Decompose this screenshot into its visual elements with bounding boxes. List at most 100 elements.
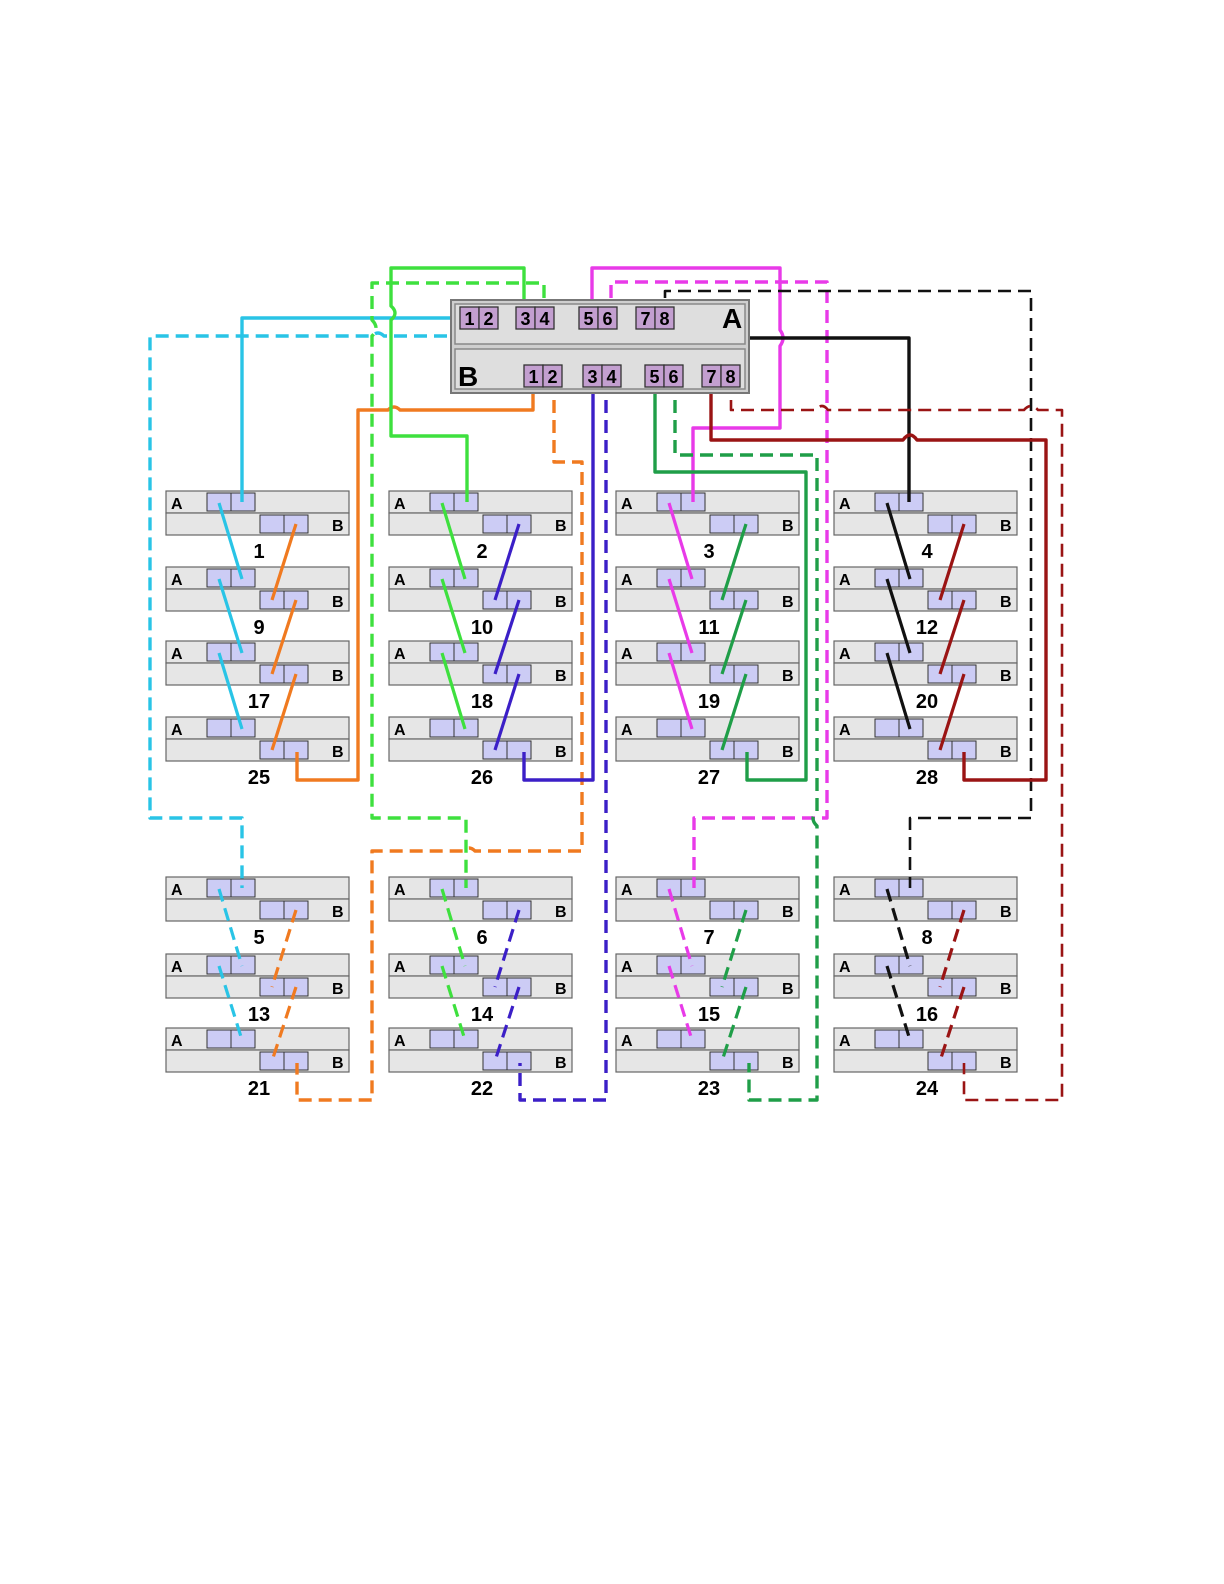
- controller-b-port-2-label: 2: [547, 367, 557, 387]
- drive-tray-8-port-b1[interactable]: [928, 901, 952, 919]
- controller-a-port-2[interactable]: 2: [479, 307, 498, 329]
- drive-tray-23-port-a1[interactable]: [657, 1030, 681, 1048]
- controller-a-port-6[interactable]: 6: [598, 307, 617, 329]
- drive-tray-21-port-a1[interactable]: [207, 1030, 231, 1048]
- drive-tray-13-port-a2[interactable]: [231, 956, 255, 974]
- drive-tray-15-port-a2[interactable]: [681, 956, 705, 974]
- controller-b-port-6[interactable]: 6: [664, 365, 683, 387]
- drive-tray-22-port-a2[interactable]: [454, 1030, 478, 1048]
- controller-a-port-5[interactable]: 5: [579, 307, 598, 329]
- drive-tray-24-side-a-label: A: [839, 1033, 851, 1050]
- drive-tray-12-number: 12: [916, 617, 938, 639]
- drive-tray-21-module-a: [166, 1028, 349, 1050]
- drive-tray-23-port-a2[interactable]: [681, 1030, 705, 1048]
- drive-tray-6[interactable]: AB6: [389, 877, 572, 949]
- drive-tray-27-port-a1[interactable]: [657, 719, 681, 737]
- drive-tray-24-port-b1[interactable]: [928, 1052, 952, 1070]
- controller-a-port-4[interactable]: 4: [535, 307, 554, 329]
- controller-b-port-5[interactable]: 5: [645, 365, 664, 387]
- drive-tray-7[interactable]: AB7: [616, 877, 799, 949]
- drive-tray-18-module-b: [389, 663, 572, 685]
- controller-b-port-4[interactable]: 4: [602, 365, 621, 387]
- drive-tray-20-side-a-label: A: [839, 646, 851, 663]
- controller-b-port-8[interactable]: 8: [721, 365, 740, 387]
- drive-tray-26-port-b2[interactable]: [507, 741, 531, 759]
- drive-tray-11-module-a: [616, 567, 799, 589]
- drive-tray-27-number: 27: [698, 767, 720, 789]
- drive-tray-22-port-a1[interactable]: [430, 1030, 454, 1048]
- drive-tray-24-module-b: [834, 1050, 1017, 1072]
- drive-tray-1-port-b1[interactable]: [260, 515, 284, 533]
- drive-tray-17-module-b: [166, 663, 349, 685]
- controller-b-port-7[interactable]: 7: [702, 365, 721, 387]
- drive-tray-3-port-b1[interactable]: [710, 515, 734, 533]
- drive-tray-28-port-a1[interactable]: [875, 719, 899, 737]
- controller-b-port-2[interactable]: 2: [543, 365, 562, 387]
- drive-tray-4[interactable]: AB4: [834, 491, 1017, 563]
- drive-tray-26-side-b-label: B: [555, 744, 567, 761]
- drive-tray-23-port-b2[interactable]: [734, 1052, 758, 1070]
- controller-a-port-1[interactable]: 1: [460, 307, 479, 329]
- drive-tray-24-port-a1[interactable]: [875, 1030, 899, 1048]
- drive-tray-1[interactable]: AB1: [166, 491, 349, 563]
- controller-a-port-7[interactable]: 7: [636, 307, 655, 329]
- drive-tray-21-port-b1[interactable]: [260, 1052, 284, 1070]
- drive-tray-4-port-a2[interactable]: [899, 493, 923, 511]
- drive-tray-21-port-a2[interactable]: [231, 1030, 255, 1048]
- controller-a-label: A: [722, 303, 742, 334]
- drive-tray-4-module-a: [834, 491, 1017, 513]
- drive-tray-8[interactable]: AB8: [834, 877, 1017, 949]
- drive-tray-22-port-b2[interactable]: [507, 1052, 531, 1070]
- drive-tray-27-side-a-label: A: [621, 722, 633, 739]
- drive-tray-19-side-a-label: A: [621, 646, 633, 663]
- drive-tray-15-module-b: [616, 976, 799, 998]
- drive-tray-4-port-b1[interactable]: [928, 515, 952, 533]
- controller-a-port-3[interactable]: 3: [516, 307, 535, 329]
- controller-a-port-1-label: 1: [464, 309, 474, 329]
- drive-tray-2-module-a: [389, 491, 572, 513]
- drive-tray-23-port-b1[interactable]: [710, 1052, 734, 1070]
- controller-b-port-3[interactable]: 3: [583, 365, 602, 387]
- drive-tray-7-side-b-label: B: [782, 904, 794, 921]
- drive-tray-7-port-b1[interactable]: [710, 901, 734, 919]
- controller-a-port-8[interactable]: 8: [655, 307, 674, 329]
- drive-tray-22-module-b: [389, 1050, 572, 1072]
- drive-tray-14-port-a2[interactable]: [454, 956, 478, 974]
- drive-tray-7-number: 7: [703, 927, 714, 949]
- drive-tray-22-port-b1[interactable]: [483, 1052, 507, 1070]
- drive-tray-24-port-a2[interactable]: [899, 1030, 923, 1048]
- drive-tray-5-port-b1[interactable]: [260, 901, 284, 919]
- drive-tray-26-port-a1[interactable]: [430, 719, 454, 737]
- drive-tray-16-port-a2[interactable]: [899, 956, 923, 974]
- drive-tray-2-port-b1[interactable]: [483, 515, 507, 533]
- drive-tray-8-module-b: [834, 899, 1017, 921]
- drive-tray-2[interactable]: AB2: [389, 491, 572, 563]
- drive-tray-5[interactable]: AB5: [166, 877, 349, 949]
- controller: A B 1234567812345678: [451, 300, 749, 393]
- drive-tray-3[interactable]: AB3: [616, 491, 799, 563]
- drive-tray-25-port-a1[interactable]: [207, 719, 231, 737]
- drive-tray-10-module-b: [389, 589, 572, 611]
- drive-tray-6-port-b1[interactable]: [483, 901, 507, 919]
- controller-b-port-1[interactable]: 1: [524, 365, 543, 387]
- drive-tray-9[interactable]: AB9: [166, 567, 349, 639]
